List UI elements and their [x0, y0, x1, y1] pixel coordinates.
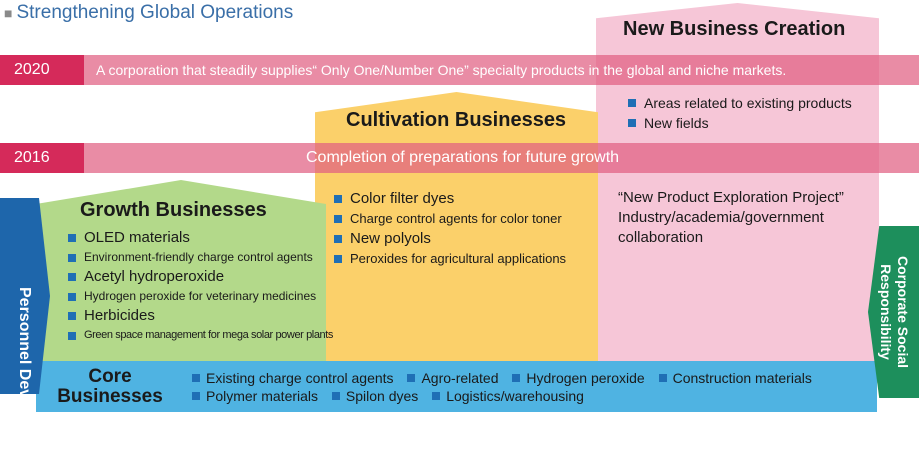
new-business-title: New Business Creation	[623, 18, 846, 40]
list-item: Acetyl hydroperoxide	[68, 267, 333, 287]
list-item: Hydrogen peroxide for veterinary medicin…	[68, 287, 333, 307]
growth-list: OLED materials Environment-friendly char…	[68, 228, 333, 345]
band-2016-text: Completion of preparations for future gr…	[306, 149, 620, 166]
growth-title: Growth Businesses	[80, 199, 267, 221]
core-item: Agro-related	[407, 370, 498, 386]
cultivation-list: Color filter dyes Charge control agents …	[334, 189, 566, 269]
page-title: ■Strengthening Global Operations	[4, 2, 293, 24]
core-item: Existing charge control agents	[192, 370, 394, 386]
band-2016	[0, 143, 919, 173]
list-item: Herbicides	[68, 306, 333, 326]
band-2020-text: A corporation that steadily supplies“ On…	[96, 62, 787, 78]
band-2016-year: 2016	[0, 143, 84, 173]
corporate-social-responsibility-label: Corporate Social Responsibility	[877, 227, 911, 397]
note-line: collaboration	[618, 229, 704, 246]
cultivation-title: Cultivation Businesses	[346, 109, 567, 131]
list-item: New polyols	[334, 229, 566, 249]
note-line: Industry/academia/government	[618, 209, 824, 226]
list-item: New fields	[628, 113, 852, 133]
csr-label-line: Responsibility	[878, 264, 894, 360]
core-title-line: Core	[88, 366, 132, 387]
title-marker-icon: ■	[4, 5, 13, 21]
corporate-social-responsibility-arrow	[868, 226, 919, 398]
band-2020	[0, 55, 919, 85]
core-item: Spilon dyes	[332, 388, 418, 404]
list-item: Areas related to existing products	[628, 93, 852, 113]
core-item: Logistics/warehousing	[432, 388, 584, 404]
core-items-row-1: Existing charge control agents Agro-rela…	[192, 370, 882, 386]
list-item: Color filter dyes	[334, 189, 566, 209]
cultivation-business-area	[315, 92, 598, 382]
list-item: Charge control agents for color toner	[334, 209, 566, 229]
list-item: OLED materials	[68, 228, 333, 248]
core-items-row-2: Polymer materials Spilon dyes Logistics/…	[192, 388, 882, 404]
list-item: Environment-friendly charge control agen…	[68, 248, 333, 268]
new-product-project-note: “New Product Exploration Project” Indust…	[618, 188, 876, 248]
band-2020-year: 2020	[0, 55, 84, 85]
core-item: Hydrogen peroxide	[512, 370, 644, 386]
growth-business-area	[36, 180, 326, 380]
core-item: Construction materials	[659, 370, 812, 386]
core-item: Polymer materials	[192, 388, 318, 404]
csr-label-line: Corporate Social	[895, 255, 911, 369]
personnel-development-arrow	[0, 198, 50, 394]
new-business-list: Areas related to existing products New f…	[628, 93, 852, 133]
note-line: “New Product Exploration Project”	[618, 189, 844, 206]
list-item: Green space management for mega solar po…	[68, 326, 333, 346]
page-title-text: Strengthening Global Operations	[16, 2, 294, 23]
personnel-development-label: Personnel Development	[16, 287, 33, 469]
list-item: Peroxides for agricultural applications	[334, 249, 566, 269]
core-title: Core Businesses	[50, 367, 170, 407]
core-title-line: Businesses	[57, 386, 163, 407]
